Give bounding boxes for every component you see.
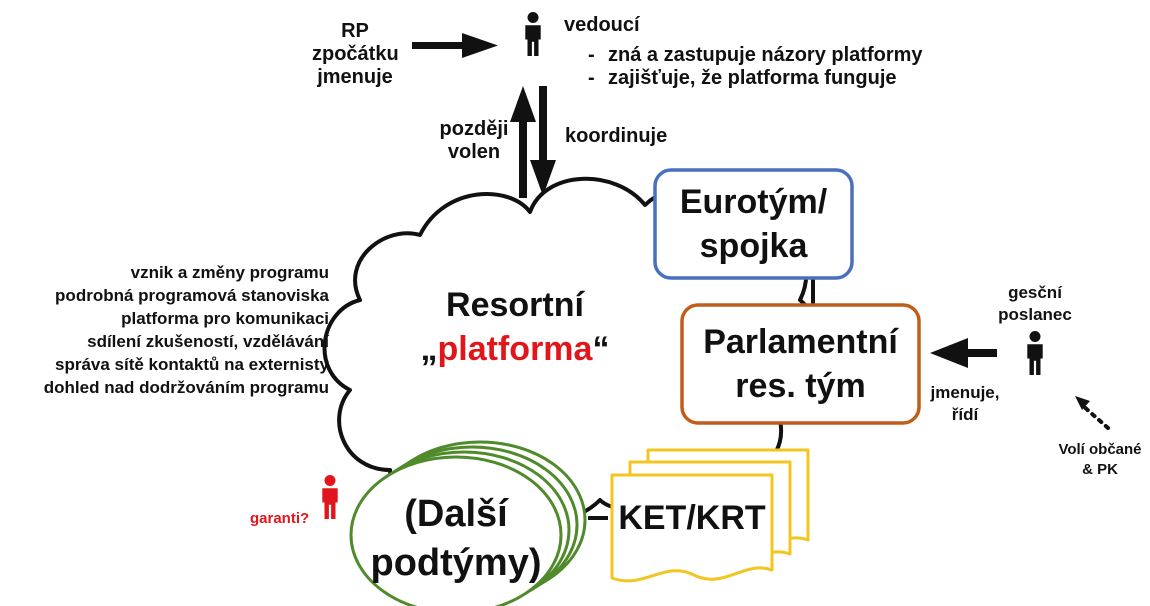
arrow-up-icon [510,86,536,198]
leader-duties: -zná a zastupuje názory platformy -zajiš… [588,44,923,89]
dotted-arrow-icon [1075,396,1110,430]
function-item: správa sítě kontaktů na externisty [54,354,329,374]
coordinates-label: koordinuje [565,125,668,147]
person-icon [1027,331,1043,375]
arrow-down-icon [530,86,556,196]
person-icon [525,12,541,56]
later-elected-label: později volen [439,118,509,163]
arrow-right-icon [412,33,498,58]
function-item: dohled nad dodržováním programu [43,377,329,397]
platform-highlight: platforma [437,330,593,369]
parlament-label: Parlamentní res. tým [703,323,898,406]
platform-title: Resortní „platforma“ [420,286,610,369]
leader-title: vedoucí [564,14,640,36]
function-item: platforma pro komunikaci [121,308,329,328]
mp-label: gesční poslanec [998,283,1072,325]
ket-label: KET/KRT [618,499,766,537]
mp-elected-label: Volí občané & PK [1058,441,1142,478]
platform-functions: vznik a změny programu podrobná programo… [0,262,329,400]
guarantors-label: garanti? [250,510,310,527]
eurotym-box [653,168,854,280]
mp-action-label: jmenuje, řídí [930,383,1000,425]
function-item: sdílení zkušeností, vzdělávání [87,331,329,351]
eurotym-label: Eurotým/ spojka [679,183,828,266]
parlament-box [680,303,921,425]
rp-label: RP zpočátku jmenuje [312,20,399,88]
arrow-left-icon [930,338,997,368]
ket-krt-stack [610,448,810,583]
subteams-stack [349,440,587,606]
function-item: podrobná programová stanoviska [55,285,329,305]
function-item: vznik a změny programu [130,263,329,282]
person-icon [322,475,338,519]
subteams-label: (Další podtýmy) [370,493,542,585]
